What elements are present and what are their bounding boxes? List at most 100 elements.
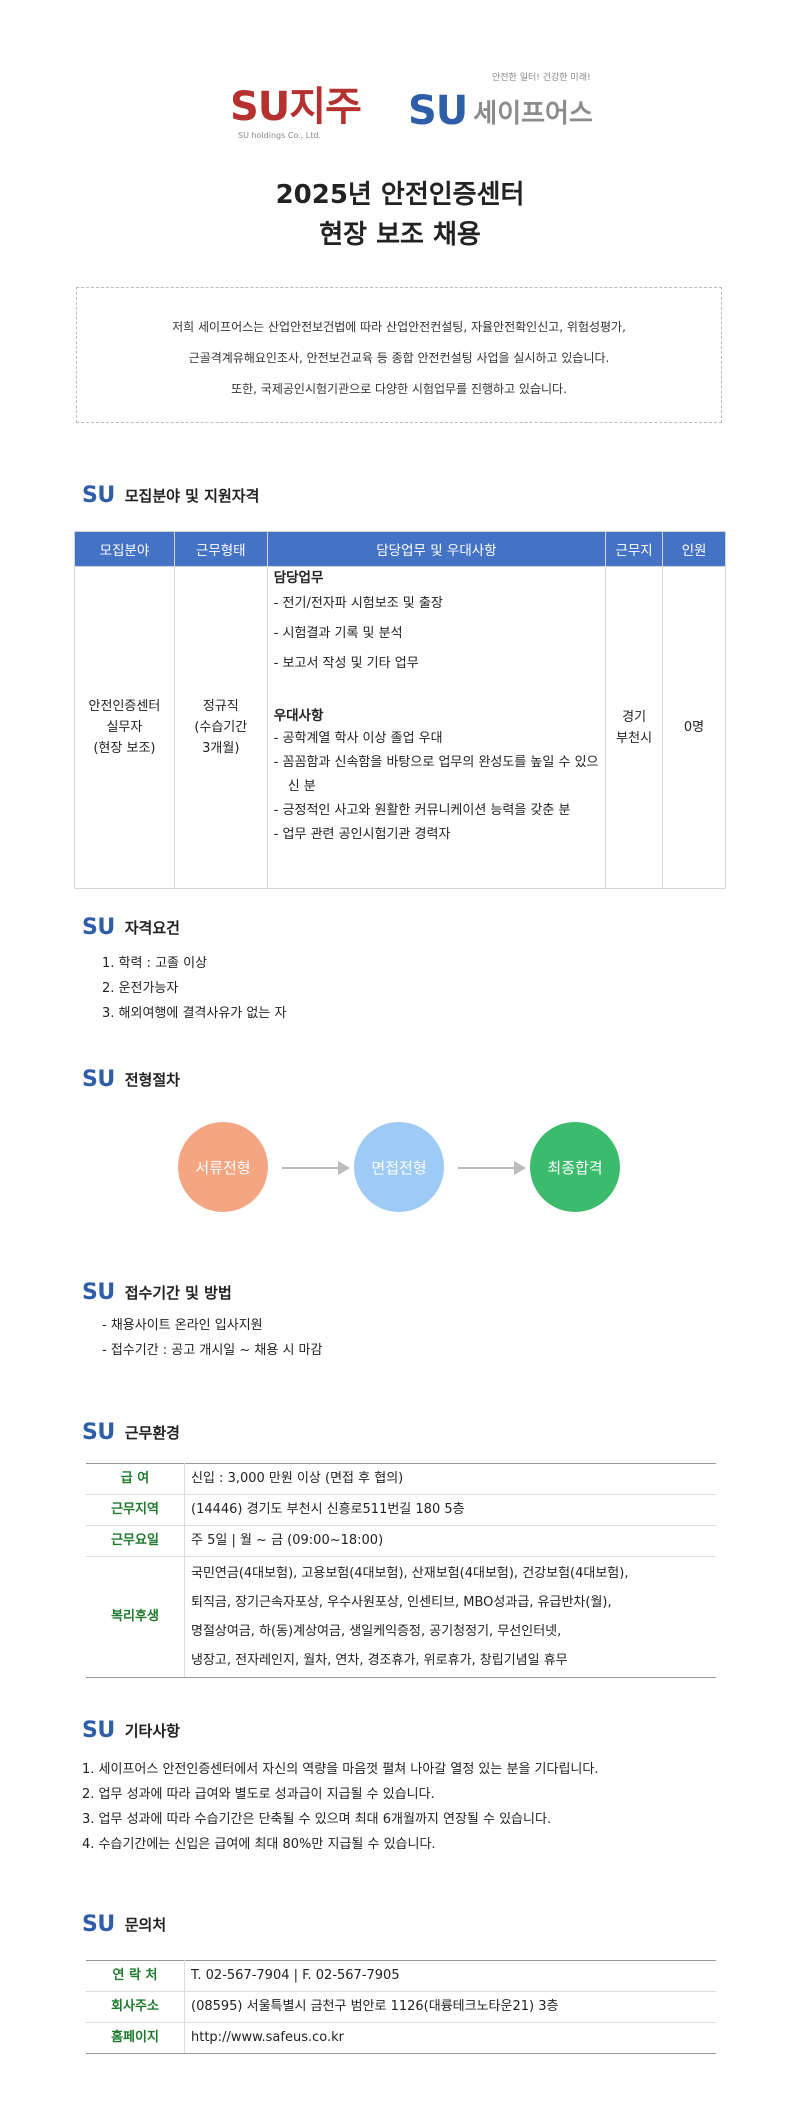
- logo-area: SU지주 SU holdings Co., Ltd. 안전한 일터! 건강한 미…: [0, 70, 800, 150]
- intro-box: 저희 세이프어스는 산업안전보건법에 따라 산업안전컨설팅, 자율안전확인신고,…: [76, 287, 722, 423]
- section-title: 문의처: [124, 1916, 167, 1934]
- row-key: 연 락 처: [86, 1960, 185, 1992]
- su-holdings-logo: SU지주 SU holdings Co., Ltd.: [230, 84, 362, 140]
- row-value: 국민연금(4대보험), 고용보험(4대보험), 산재보험(4대보험), 건강보험…: [184, 1556, 716, 1678]
- section-su-mark: SU: [82, 1280, 115, 1305]
- row-key: 복리후생: [86, 1556, 185, 1678]
- list-item: 1. 세이프어스 안전인증센터에서 자신의 역량을 마음껏 펼쳐 나아갈 열정 …: [82, 1762, 599, 1777]
- section-title: 기타사항: [124, 1722, 180, 1740]
- table-header: 인원: [662, 531, 726, 567]
- application-list: - 채용사이트 온라인 입사지원 - 접수기간 : 공고 개시일 ~ 채용 시 …: [102, 1313, 322, 1363]
- su-holdings-logo-mark: SU: [230, 84, 290, 130]
- row-key: 홈페이지: [86, 2022, 185, 2054]
- table-row: 근무요일 주 5일 | 월 ~ 금 (09:00~18:00): [86, 1525, 716, 1557]
- cell-field: 안전인증센터 실무자 (현장 보조): [74, 566, 175, 889]
- list-item: 4. 수습기간에는 신입은 급여에 최대 80%만 지급될 수 있습니다.: [82, 1837, 436, 1852]
- cell-duties: 담당업무 - 전기/전자파 시험보조 및 출장 - 시험결과 기록 및 분석 -…: [266, 566, 607, 889]
- intro-line: 근골격계유해요인조사, 안전보건교육 등 종합 안전컨설팅 사업을 실시하고 있…: [188, 351, 610, 365]
- process-step-document: 서류전형: [178, 1122, 268, 1212]
- pref-title: 우대사항: [273, 708, 324, 724]
- intro-line: 저희 세이프어스는 산업안전보건법에 따라 산업안전컨설팅, 자율안전확인신고,…: [172, 320, 626, 334]
- table-header: 근무형태: [173, 531, 268, 567]
- cell-count: 0명: [662, 566, 726, 889]
- row-key: 근무지역: [86, 1494, 185, 1526]
- row-key: 근무요일: [86, 1525, 185, 1557]
- page-title-line2: 현장 보조 채용: [319, 220, 481, 250]
- pref-item: - 긍정적인 사고와 원활한 커뮤니케이션 능력을 갖춘 분: [273, 803, 571, 818]
- cell-type: 정규직 (수습기간 3개월): [173, 566, 268, 889]
- table-row: 홈페이지 http://www.safeus.co.kr: [86, 2022, 716, 2054]
- section-heading-application: SU 접수기간 및 방법: [82, 1280, 232, 1305]
- section-heading-etc: SU 기타사항: [82, 1718, 180, 1743]
- arrow-right-icon: [282, 1161, 350, 1175]
- section-su-mark: SU: [82, 1718, 115, 1743]
- table-row: 근무지역 (14446) 경기도 부천시 신흥로511번길 180 5층: [86, 1494, 716, 1526]
- etc-list: 1. 세이프어스 안전인증센터에서 자신의 역량을 마음껏 펼쳐 나아갈 열정 …: [82, 1757, 598, 1857]
- table-row: 급 여 신입 : 3,000 만원 이상 (면접 후 협의): [86, 1463, 716, 1495]
- duty-item: - 보고서 작성 및 기타 업무: [273, 656, 419, 671]
- table-row: 안전인증센터 실무자 (현장 보조) 정규직 (수습기간 3개월) 담당업무 -…: [74, 566, 726, 889]
- contact-phone: T. 02-567-7904 | F. 02-567-7905: [184, 1960, 716, 1992]
- process-step-interview: 면접전형: [354, 1122, 444, 1212]
- row-value: (14446) 경기도 부천시 신흥로511번길 180 5층: [184, 1494, 716, 1526]
- section-heading-qualifications: SU 자격요건: [82, 915, 180, 940]
- row-value: 신입 : 3,000 만원 이상 (면접 후 협의): [184, 1463, 716, 1495]
- list-item: 1. 학력 : 고졸 이상: [102, 956, 208, 971]
- section-title: 자격요건: [124, 919, 180, 937]
- section-heading-recruit: SU 모집분야 및 지원자격: [82, 483, 259, 508]
- row-key: 급 여: [86, 1463, 185, 1495]
- safeus-logo-tagline: 안전한 일터! 건강한 미래!: [492, 73, 591, 83]
- homepage-link[interactable]: http://www.safeus.co.kr: [184, 2022, 716, 2054]
- duty-item: - 시험결과 기록 및 분석: [273, 626, 403, 641]
- page-title: 2025년 안전인증센터 현장 보조 채용: [0, 175, 800, 255]
- recruit-table: 모집분야 근무형태 담당업무 및 우대사항 근무지 인원 안전인증센터 실무자 …: [74, 531, 726, 889]
- safeus-logo: 안전한 일터! 건강한 미래! SU 세이프어스: [408, 70, 593, 133]
- table-header: 담당업무 및 우대사항: [266, 531, 607, 567]
- pref-item: - 업무 관련 공인시험기관 경력자: [273, 827, 451, 842]
- duty-item: - 전기/전자파 시험보조 및 출장: [273, 596, 443, 611]
- section-su-mark: SU: [82, 1912, 115, 1937]
- list-item: - 채용사이트 온라인 입사지원: [102, 1318, 263, 1333]
- section-su-mark: SU: [82, 915, 115, 940]
- contact-table: 연 락 처 T. 02-567-7904 | F. 02-567-7905 회사…: [86, 1960, 716, 2054]
- table-row: 복리후생 국민연금(4대보험), 고용보험(4대보험), 산재보험(4대보험),…: [86, 1556, 716, 1678]
- arrow-right-icon: [458, 1161, 526, 1175]
- section-su-mark: SU: [82, 1420, 115, 1445]
- pref-item: - 꼼꼼함과 신속함을 바탕으로 업무의 완성도를 높일 수 있으신 분: [273, 755, 599, 794]
- section-heading-process: SU 전형절차: [82, 1067, 180, 1092]
- list-item: 3. 해외여행에 결격사유가 없는 자: [102, 1006, 287, 1021]
- intro-line: 또한, 국제공인시험기관으로 다양한 시험업무를 진행하고 있습니다.: [231, 382, 567, 396]
- section-heading-contact: SU 문의처: [82, 1912, 166, 1937]
- table-header: 근무지: [605, 531, 664, 567]
- table-row: 회사주소 (08595) 서울특별시 금천구 범안로 1126(대륭테크노타운2…: [86, 1991, 716, 2023]
- safeus-logo-kr: 세이프어스: [473, 98, 593, 129]
- table-row: 연 락 처 T. 02-567-7904 | F. 02-567-7905: [86, 1960, 716, 1992]
- list-item: 3. 업무 성과에 따라 수습기간은 단축될 수 있으며 최대 6개월까지 연장…: [82, 1812, 552, 1827]
- cell-location: 경기 부천시: [605, 566, 664, 889]
- page-title-line1: 2025년 안전인증센터: [275, 180, 525, 210]
- section-su-mark: SU: [82, 483, 115, 508]
- list-item: 2. 운전가능자: [102, 981, 179, 996]
- list-item: - 접수기간 : 공고 개시일 ~ 채용 시 마감: [102, 1343, 323, 1358]
- section-heading-work-env: SU 근무환경: [82, 1420, 180, 1445]
- su-holdings-logo-kr: 지주: [289, 84, 362, 130]
- section-title: 모집분야 및 지원자격: [124, 487, 260, 505]
- qualification-list: 1. 학력 : 고졸 이상 2. 운전가능자 3. 해외여행에 결격사유가 없는…: [102, 951, 286, 1026]
- process-step-final: 최종합격: [530, 1122, 620, 1212]
- section-title: 근무환경: [124, 1424, 180, 1442]
- su-holdings-logo-sub: SU holdings Co., Ltd.: [238, 131, 322, 140]
- section-title: 접수기간 및 방법: [124, 1284, 232, 1302]
- list-item: 2. 업무 성과에 따라 급여와 별도로 성과급이 지급될 수 있습니다.: [82, 1787, 435, 1802]
- work-env-table: 급 여 신입 : 3,000 만원 이상 (면접 후 협의) 근무지역 (144…: [86, 1463, 716, 1678]
- section-title: 전형절차: [124, 1071, 180, 1089]
- table-header-row: 모집분야 근무형태 담당업무 및 우대사항 근무지 인원: [74, 531, 726, 567]
- row-value: 주 5일 | 월 ~ 금 (09:00~18:00): [184, 1525, 716, 1557]
- pref-item: - 공학계열 학사 이상 졸업 우대: [273, 731, 443, 746]
- safeus-logo-mark: SU: [408, 88, 468, 134]
- duty-title: 담당업무: [273, 570, 324, 586]
- table-header: 모집분야: [74, 531, 175, 567]
- contact-address: (08595) 서울특별시 금천구 범안로 1126(대륭테크노타운21) 3층: [184, 1991, 716, 2023]
- row-key: 회사주소: [86, 1991, 185, 2023]
- section-su-mark: SU: [82, 1067, 115, 1092]
